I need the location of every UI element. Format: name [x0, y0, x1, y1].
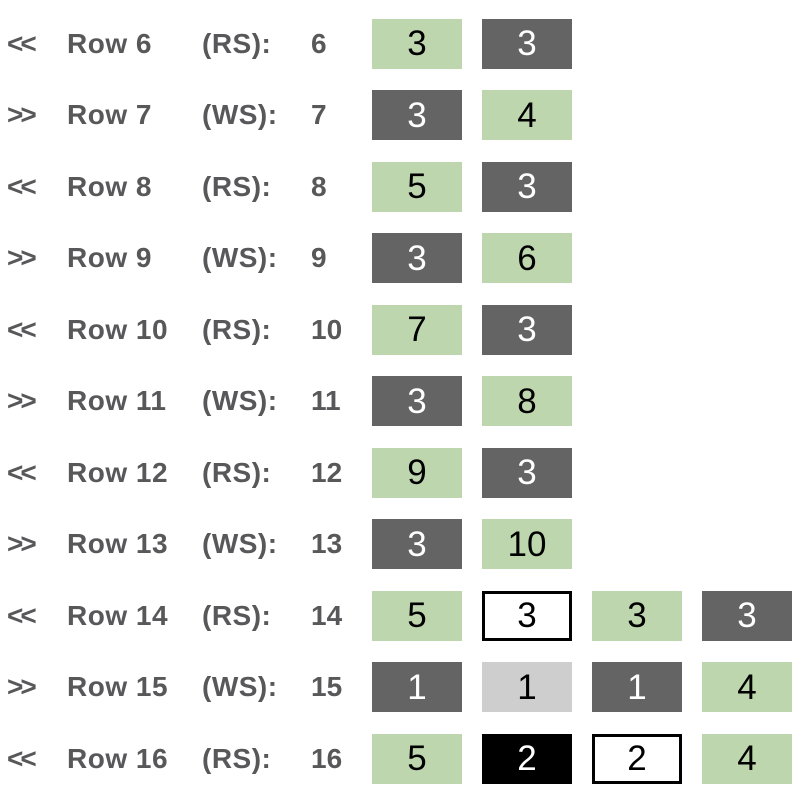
stitch-count-block: 3 — [482, 447, 572, 498]
stitch-count-block: 3 — [372, 90, 462, 141]
row-label: Row 8 — [67, 170, 152, 202]
stitch-count-block: 1 — [482, 662, 572, 713]
direction-chevrons-icon: << — [7, 313, 37, 345]
stitch-count-block: 10 — [482, 519, 572, 570]
row-side-label: (WS): — [202, 99, 278, 131]
row-number: 14 — [311, 599, 343, 631]
stitch-count-block: 6 — [482, 233, 572, 284]
stitch-count-block: 3 — [372, 376, 462, 427]
stitch-count-block: 3 — [372, 233, 462, 284]
stitch-count-block: 5 — [372, 590, 462, 641]
row-label: Row 7 — [67, 99, 152, 131]
direction-chevrons-icon: >> — [7, 671, 37, 703]
row-label: Row 11 — [67, 385, 167, 417]
row-side-label: (RS): — [202, 170, 272, 202]
chart-row: >> Row 13 (WS): 13 3 10 — [0, 509, 795, 581]
row-number: 7 — [311, 99, 327, 131]
row-label: Row 6 — [67, 27, 152, 59]
direction-chevrons-icon: << — [7, 742, 37, 774]
stitch-count-block: 2 — [482, 733, 572, 784]
row-label: Row 9 — [67, 242, 152, 274]
row-number: 11 — [311, 385, 341, 417]
row-number: 6 — [311, 27, 327, 59]
row-number: 10 — [311, 313, 343, 345]
stitch-count-block: 3 — [482, 590, 572, 641]
row-side-label: (RS): — [202, 456, 272, 488]
row-label: Row 13 — [67, 528, 169, 560]
row-number: 9 — [311, 242, 327, 274]
stitch-count-block: 4 — [702, 733, 792, 784]
stitch-count-block: 3 — [592, 590, 682, 641]
stitch-count-block: 5 — [372, 161, 462, 212]
stitch-count-block: 3 — [372, 519, 462, 570]
stitch-count-block: 4 — [482, 90, 572, 141]
row-side-label: (RS): — [202, 599, 272, 631]
row-label: Row 10 — [67, 313, 169, 345]
row-label: Row 14 — [67, 599, 169, 631]
direction-chevrons-icon: << — [7, 599, 37, 631]
direction-chevrons-icon: >> — [7, 385, 37, 417]
row-number: 8 — [311, 170, 327, 202]
stitch-blocks: 3 10 — [372, 519, 572, 570]
stitch-count-block: 3 — [482, 304, 572, 355]
row-side-label: (WS): — [202, 385, 278, 417]
row-number: 12 — [311, 456, 343, 488]
direction-chevrons-icon: << — [7, 456, 37, 488]
stitch-count-block: 3 — [482, 161, 572, 212]
row-number: 16 — [311, 742, 343, 774]
stitch-count-block: 8 — [482, 376, 572, 427]
direction-chevrons-icon: << — [7, 27, 37, 59]
row-number: 13 — [311, 528, 343, 560]
stitch-count-block: 3 — [372, 18, 462, 69]
direction-chevrons-icon: >> — [7, 99, 37, 131]
stitch-count-block: 1 — [592, 662, 682, 713]
stitch-count-block: 7 — [372, 304, 462, 355]
direction-chevrons-icon: >> — [7, 242, 37, 274]
row-side-label: (WS): — [202, 242, 278, 274]
row-side-label: (RS): — [202, 27, 272, 59]
row-number: 15 — [311, 671, 343, 703]
stitch-count-block: 4 — [702, 662, 792, 713]
stitch-count-block: 5 — [372, 733, 462, 784]
direction-chevrons-icon: << — [7, 170, 37, 202]
stitch-count-block: 2 — [592, 733, 682, 784]
row-side-label: (WS): — [202, 528, 278, 560]
stitch-count-block: 3 — [482, 18, 572, 69]
stitch-count-block: 9 — [372, 447, 462, 498]
row-side-label: (WS): — [202, 671, 278, 703]
row-label: Row 15 — [67, 671, 169, 703]
stitch-count-block: 3 — [702, 590, 792, 641]
row-label: Row 12 — [67, 456, 169, 488]
row-side-label: (RS): — [202, 742, 272, 774]
row-side-label: (RS): — [202, 313, 272, 345]
row-label: Row 16 — [67, 742, 169, 774]
stitch-count-block: 1 — [372, 662, 462, 713]
direction-chevrons-icon: >> — [7, 528, 37, 560]
